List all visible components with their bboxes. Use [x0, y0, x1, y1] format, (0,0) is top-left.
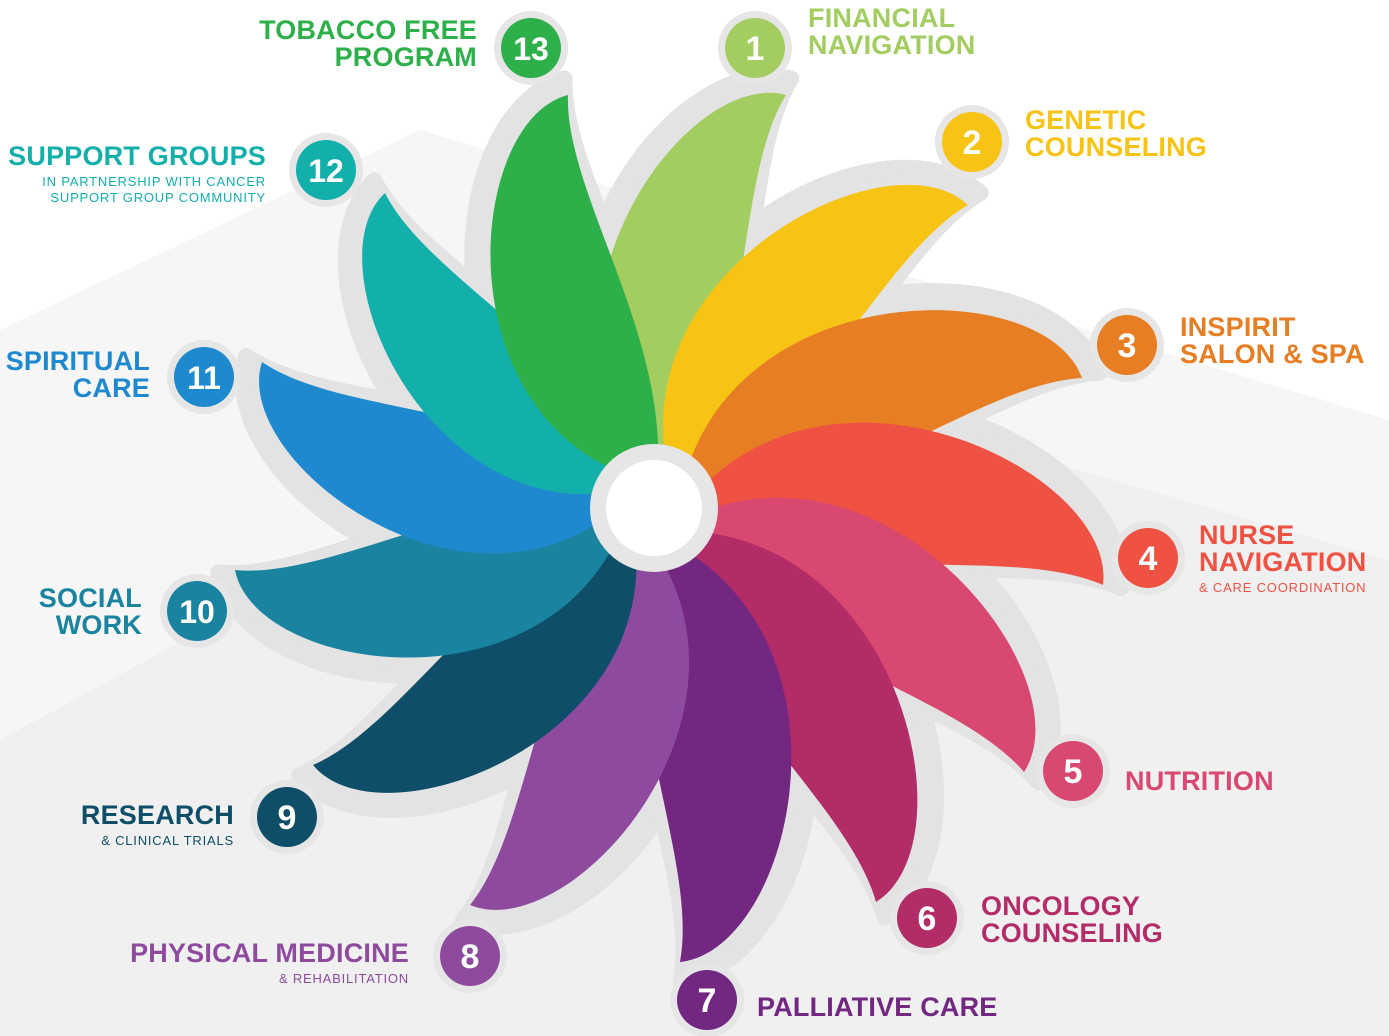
badge-circle: [501, 18, 561, 78]
badge-3: 3: [1090, 308, 1164, 382]
badge-10: 10: [160, 574, 234, 648]
badge-circle: [1118, 528, 1178, 588]
badge-circle: [677, 970, 737, 1030]
service-title-line: SUPPORT GROUPS: [8, 141, 266, 171]
badge-number: 11: [187, 360, 221, 396]
service-subtitle-line: & REHABILITATION: [278, 971, 409, 986]
service-title-line: WORK: [55, 610, 142, 640]
service-label-8: PHYSICAL MEDICINE & REHABILITATION: [130, 938, 409, 986]
service-title-line: NUTRITION: [1125, 766, 1274, 796]
service-label-7: PALLIATIVE CARE: [757, 994, 998, 1021]
badge-number: 10: [179, 594, 215, 630]
badge-number: 5: [1064, 753, 1083, 791]
service-title-line: CARE: [72, 373, 150, 403]
badge-circle: [1097, 315, 1157, 375]
service-title-line: SALON & SPA: [1180, 339, 1365, 369]
badge-12: 12: [289, 133, 363, 207]
service-subtitle-line: & CLINICAL TRIALS: [101, 833, 234, 848]
badge-number: 3: [1118, 327, 1137, 365]
badge-number: 4: [1139, 540, 1158, 578]
service-subtitle-line: SUPPORT GROUP COMMUNITY: [50, 190, 266, 205]
service-title-line: PHYSICAL MEDICINE: [130, 938, 409, 968]
badge-number: 6: [918, 900, 937, 938]
badge-11: 11: [167, 340, 241, 414]
badge-circle: [897, 888, 957, 948]
badge-circle: [296, 140, 356, 200]
badge-number: 2: [963, 124, 982, 162]
badge-circle: [167, 581, 227, 641]
badge-circle: [942, 112, 1002, 172]
badge-1: 1: [718, 11, 792, 85]
badge-number: 8: [461, 938, 480, 976]
service-title-line: SOCIAL: [38, 583, 142, 613]
badge-circle: [725, 18, 785, 78]
service-title-line: INSPIRIT: [1180, 312, 1296, 342]
service-title-line: SPIRITUAL: [5, 346, 150, 376]
badge-number: 13: [513, 31, 549, 67]
petal-13: [490, 95, 659, 479]
service-title-line: NAVIGATION: [1199, 547, 1367, 577]
service-label-9: RESEARCH & CLINICAL TRIALS: [80, 800, 234, 848]
badge-6: 6: [890, 881, 964, 955]
service-subtitle-line: IN PARTNERSHIP WITH CANCER: [42, 174, 266, 189]
service-title-line: COUNSELING: [1025, 132, 1208, 162]
service-title-line: PROGRAM: [334, 42, 477, 72]
badge-5: 5: [1036, 734, 1110, 808]
service-subtitle-line: & CARE COORDINATION: [1199, 580, 1367, 595]
badge-7: 7: [670, 963, 744, 1036]
badge-number: 7: [698, 982, 717, 1020]
petals: [235, 92, 1104, 962]
service-title-line: NAVIGATION: [808, 30, 976, 60]
center-hub: [606, 460, 702, 556]
badge-circle: [174, 347, 234, 407]
badge-circle: [257, 787, 317, 847]
badge-circle: [1043, 741, 1103, 801]
service-title-line: FINANCIAL: [808, 3, 956, 33]
service-title-line: NURSE: [1199, 520, 1295, 550]
badge-number: 12: [308, 153, 344, 189]
badge-2: 2: [935, 105, 1009, 179]
petal-8: [470, 532, 690, 910]
service-label-12: SUPPORT GROUPS IN PARTNERSHIP WITH CANCER…: [8, 141, 266, 205]
badge-circle: [440, 926, 500, 986]
badge-4: 4: [1111, 521, 1185, 595]
service-title-line: GENETIC: [1025, 105, 1147, 135]
petal-11: [259, 362, 628, 554]
badge-13: 13: [494, 11, 568, 85]
service-title-line: ONCOLOGY: [981, 891, 1141, 921]
badge-9: 9: [250, 780, 324, 854]
badge-8: 8: [433, 919, 507, 993]
service-title-line: PALLIATIVE CARE: [757, 992, 998, 1022]
badge-number: 1: [746, 30, 765, 68]
service-label-5: NUTRITION: [1125, 768, 1274, 795]
service-title-line: TOBACCO FREE: [259, 15, 477, 45]
badge-number: 9: [278, 799, 297, 837]
service-title-line: RESEARCH: [80, 800, 234, 830]
service-title-line: COUNSELING: [981, 918, 1164, 948]
